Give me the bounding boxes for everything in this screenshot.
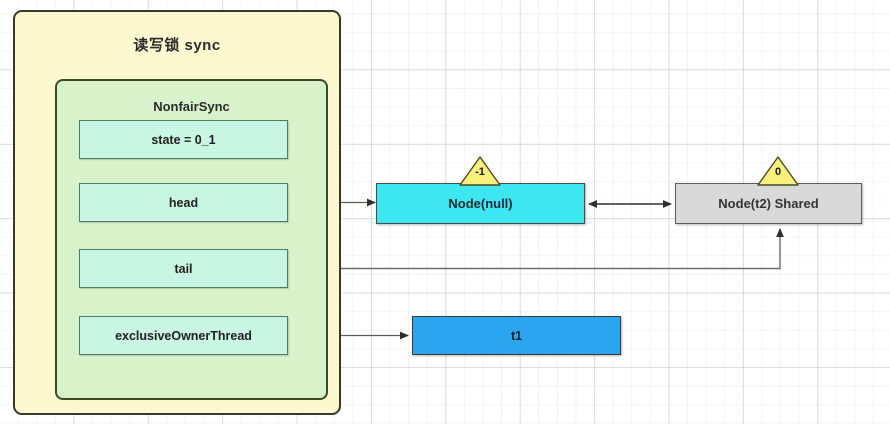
waitstatus-value-node-t2: 0 bbox=[774, 166, 782, 178]
waitstatus-badge-node-null: -1 bbox=[458, 155, 502, 187]
node-null-box: Node(null) bbox=[376, 183, 585, 224]
waitstatus-badge-node-t2: 0 bbox=[756, 155, 800, 187]
edge-tail-to-node-t2 bbox=[288, 228, 784, 270]
nonfairsync-title: NonfairSync bbox=[153, 99, 230, 114]
sync-container-title: 读写锁 sync bbox=[133, 37, 221, 54]
field-head: head bbox=[79, 183, 288, 222]
thread-t1-box: t1 bbox=[412, 316, 621, 355]
triangle-icon bbox=[459, 156, 501, 186]
triangle-icon bbox=[757, 156, 799, 186]
field-state: state = 0_1 bbox=[79, 120, 288, 159]
node-t2-shared-box: Node(t2) Shared bbox=[675, 183, 862, 224]
field-exclusive-owner-thread: exclusiveOwnerThread bbox=[79, 316, 288, 355]
waitstatus-value-node-null: -1 bbox=[475, 166, 485, 178]
field-tail: tail bbox=[79, 249, 288, 288]
